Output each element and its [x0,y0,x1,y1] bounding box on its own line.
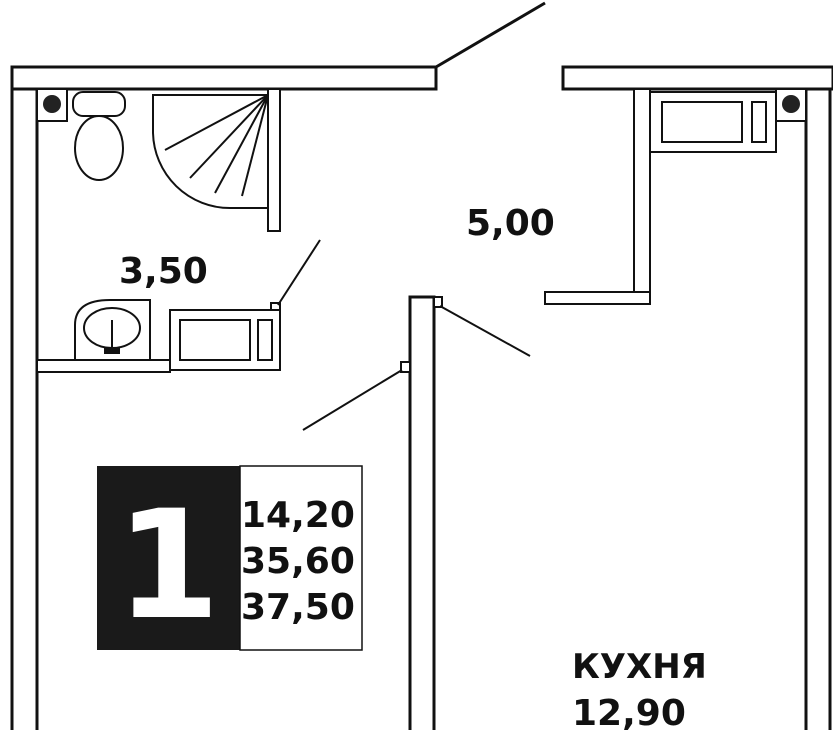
exterior-wall-top-left [10,65,438,91]
entry-door [435,1,546,69]
toilet-icon [72,91,126,181]
sink-icon [74,299,151,361]
bathroom-wall-right [267,88,281,232]
total-area-with-balcony: 37,50 [241,587,355,628]
partition-wall-vertical [633,88,651,304]
room-count: 1 [116,479,220,653]
living-area: 14,20 [241,495,355,536]
door-jamb-left [400,361,411,373]
bathroom-area: 3,50 [119,251,208,292]
washing-machine-icon [169,309,281,371]
room-door [302,369,403,431]
area-box [239,465,363,651]
door-jamb-right [433,296,443,308]
hall-area: 5,00 [466,203,555,244]
exterior-wall-left [10,87,39,730]
vent-icon [43,95,61,113]
partition-wall-horizontal [544,291,651,305]
kitchen-appliance-icon [649,91,777,153]
central-wall [408,295,436,730]
room-count-badge [97,466,240,650]
bathroom-door [277,239,321,306]
kitchen-area: 12,90 [572,693,686,730]
kitchen-door [439,305,531,357]
bathroom-wall-bottom [36,359,171,373]
vent-icon [782,95,800,113]
shower-icon [152,94,269,209]
vent-shaft-left [36,88,68,122]
total-area: 35,60 [241,541,355,582]
kitchen-name: КУХНЯ [572,647,707,687]
exterior-wall-right [804,87,832,730]
exterior-wall-top-right [561,65,833,91]
